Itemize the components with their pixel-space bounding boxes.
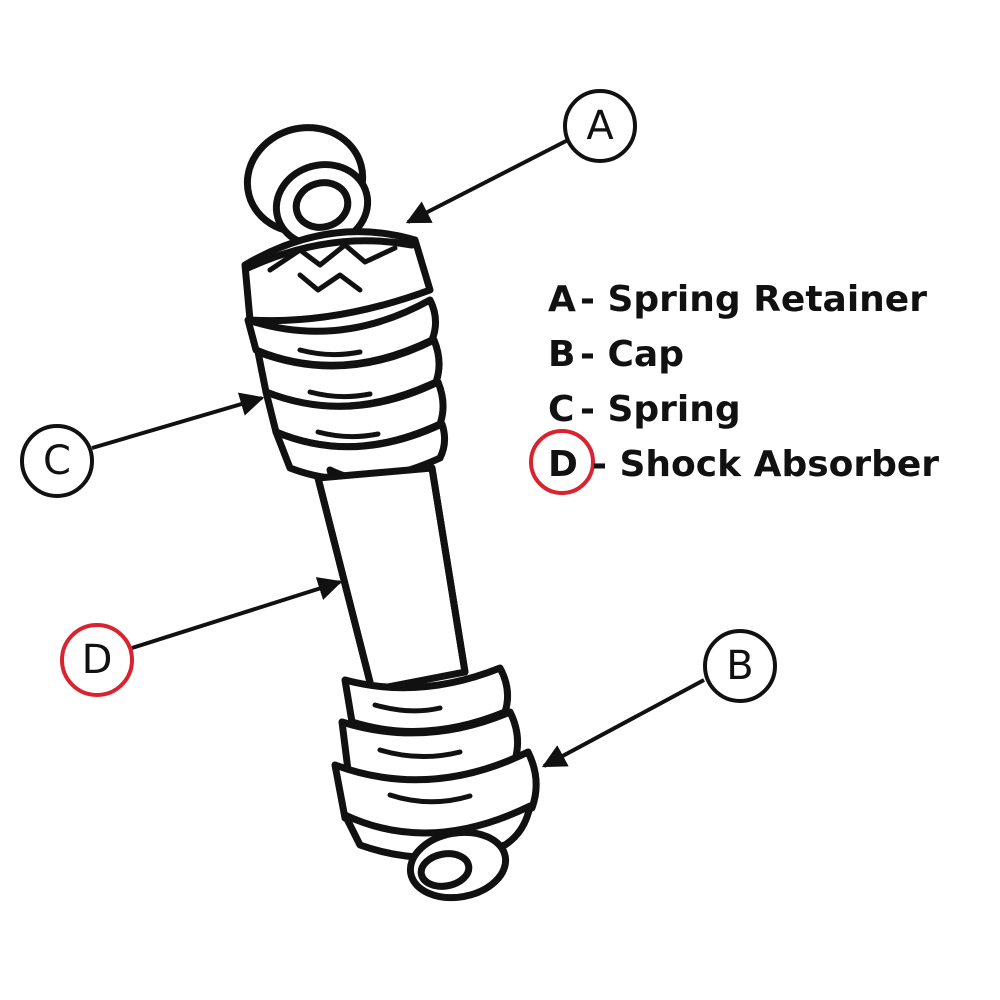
legend: A - Spring Retainer B - Cap C - Spring D… <box>529 279 939 495</box>
leader-b <box>541 678 705 768</box>
spring-retainer <box>241 228 434 325</box>
upper-spring <box>244 296 449 498</box>
legend-d-highlight-ring <box>529 429 595 495</box>
legend-a-text: - Spring Retainer <box>580 279 927 320</box>
legend-b-text: - Cap <box>580 334 684 375</box>
callout-b: B <box>703 629 777 703</box>
top-mount-eye <box>243 124 372 249</box>
callout-d-label: D <box>82 637 113 683</box>
leader-d <box>131 577 343 650</box>
callout-a: A <box>563 89 637 163</box>
callout-a-label: A <box>586 103 614 149</box>
leader-a <box>405 138 569 224</box>
callout-d: D <box>60 623 134 697</box>
legend-c-text: - Spring <box>580 389 741 430</box>
leader-c <box>91 392 265 450</box>
shock-body <box>314 464 469 694</box>
callout-c: C <box>20 424 94 498</box>
leader-lines <box>91 138 705 768</box>
legend-d-letter: D <box>548 444 578 485</box>
callout-b-label: B <box>726 643 753 689</box>
legend-d-text: - Shock Absorber <box>592 444 939 485</box>
legend-c-letter: C <box>548 389 574 430</box>
lower-spring-cap <box>331 664 540 861</box>
shock-absorber-illustration <box>241 124 540 902</box>
bottom-mount-eye <box>406 828 510 902</box>
legend-a-letter: A <box>548 279 576 320</box>
callout-c-label: C <box>43 438 71 484</box>
legend-b-letter: B <box>548 334 575 375</box>
